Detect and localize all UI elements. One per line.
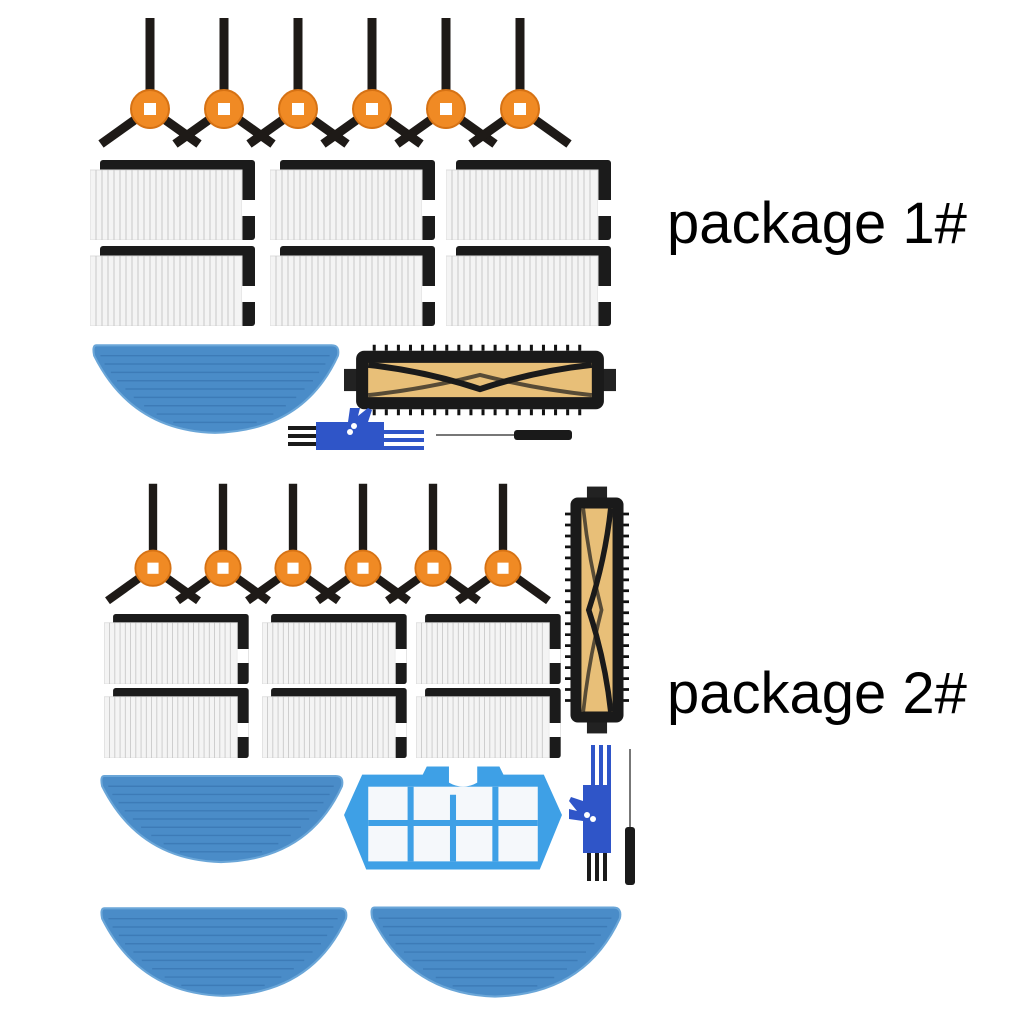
hepa-filter-icon [262,688,407,758]
package-2-label: package 2# [667,661,967,726]
mop-cloth-icon [368,900,622,1002]
hepa-filter-icon [446,160,611,240]
hepa-filter-icon [270,246,435,326]
cleaning-tool-icon [565,741,615,881]
hepa-filter-icon [416,614,561,684]
side-brush-icon [448,480,558,610]
hepa-filter-icon [446,246,611,326]
side-brush-icon [465,14,575,154]
screwdriver-icon [434,428,574,442]
screwdriver-icon [623,747,637,887]
hepa-filter-icon [262,614,407,684]
package-1-label: package 1# [667,191,967,256]
hepa-filter-icon [90,246,255,326]
main-roller-brush-icon [565,485,629,735]
mop-cloth-icon [98,900,348,1002]
cleaning-tool-icon [288,404,428,454]
primary-filter-icon [342,764,564,876]
hepa-filter-icon [104,614,249,684]
hepa-filter-icon [416,688,561,758]
hepa-filter-icon [104,688,249,758]
hepa-filter-icon [90,160,255,240]
hepa-filter-icon [270,160,435,240]
mop-cloth-icon [98,768,344,868]
